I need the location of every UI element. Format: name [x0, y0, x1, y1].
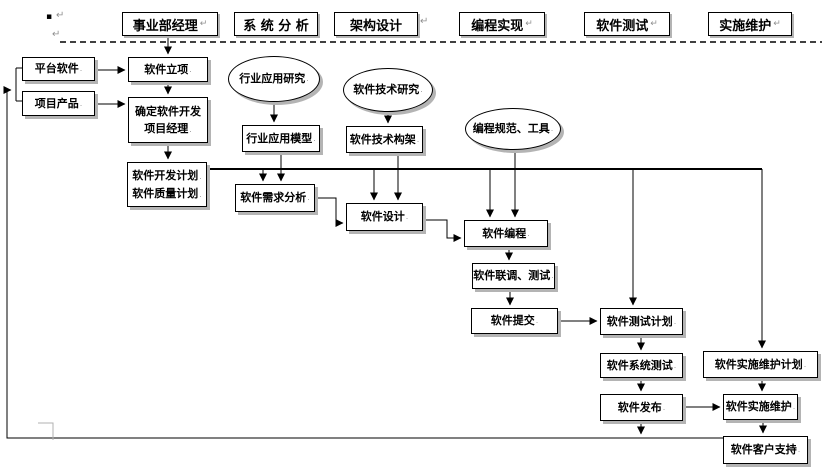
pilcrow-mark-top: ↵: [56, 10, 65, 21]
line-end-mark: .: [189, 64, 192, 74]
node-label: 软件实施维护计划: [714, 357, 803, 371]
node-software-release: 软件发布.: [600, 394, 683, 421]
pilcrow-mark: ↵: [773, 19, 781, 29]
line-end-mark: .: [313, 133, 316, 143]
line-end-mark: .: [199, 189, 202, 199]
node-label: 确定软件开发: [135, 104, 201, 118]
node-label: 软件立项: [144, 62, 189, 76]
pilcrow-mark: ↵: [525, 19, 533, 29]
node-label: 软件提交: [490, 314, 535, 328]
node-software-submission: 软件提交.: [471, 308, 558, 334]
node-label: 软件需求分析: [240, 191, 307, 205]
connector-feedback-loop: [3, 86, 723, 439]
node-label-line1: 确定软件开发: [135, 105, 201, 118]
line-end-mark: .: [550, 124, 554, 134]
line-end-mark: .: [405, 212, 409, 222]
lane-header-division-manager: 事业部经理↵: [122, 12, 218, 36]
node-requirements-analysis: 软件需求分析.: [235, 184, 315, 212]
canvas-handle-mark: [38, 422, 54, 440]
lane-header-programming: 编程实现↵: [459, 12, 545, 36]
node-industry-application-model: 行业应用模型.: [242, 125, 320, 152]
node-label: 软件测试计划: [606, 314, 673, 328]
node-label: 软件客户支持: [730, 443, 797, 457]
line-end-mark: .: [189, 125, 192, 134]
line-end-mark: .: [551, 271, 554, 281]
line-end-mark: .: [307, 193, 310, 203]
node-joint-debug-test: 软件联调、测试.: [472, 263, 555, 289]
node-label: 软件系统测试: [606, 358, 673, 372]
lane-header-label: 软件测试: [596, 18, 649, 34]
line-end-mark: .: [535, 316, 539, 326]
line-end-mark: .: [662, 402, 666, 412]
node-label: 平台软件: [34, 62, 79, 76]
node-assign-project-manager: 确定软件开发 项目经理.: [128, 97, 208, 143]
lane-header-label: 系 统 分 析: [243, 18, 309, 34]
pilcrow-mark: ↵: [650, 19, 658, 29]
node-label: 软件技术构架: [349, 132, 416, 146]
pilcrow-mark: ↵: [199, 19, 208, 29]
node-platform-software: 平台软件.: [22, 57, 95, 81]
line-end-mark: .: [797, 445, 801, 455]
node-label: 软件联调、测试: [473, 269, 551, 283]
node-software-test-plan: 软件测试计划.: [600, 308, 683, 335]
node-label: 软件设计: [360, 210, 405, 224]
node-coding-standards-tools: 编程规范、工具.: [465, 108, 561, 150]
lane-header-label: 架构设计: [349, 18, 402, 34]
node-software-initiation: 软件立项.: [128, 57, 208, 82]
node-label: 软件开发计划: [132, 169, 199, 183]
line-end-mark: .: [79, 64, 83, 74]
node-label: 软件实施维护: [725, 400, 792, 414]
node-label: 软件技术研究: [353, 83, 420, 97]
line-end-mark: .: [673, 360, 677, 370]
node-system-test: 软件系统测试.: [600, 353, 683, 378]
node-implementation-maintenance: 软件实施维护.: [723, 394, 798, 420]
lane-header-architecture-design: 架构设计: [334, 12, 418, 36]
connector-requirements-to-design: [315, 197, 344, 227]
line-end-mark: .: [527, 228, 530, 238]
connector-feedback-split: [15, 67, 22, 102]
node-software-technology-research: 软件技术研究.: [343, 68, 433, 112]
node-label: 项目产品: [34, 96, 79, 110]
line-end-mark: .: [420, 85, 423, 95]
node-industry-application-research: 行业应用研究.: [228, 56, 320, 102]
lane-header-system-analysis: 系 统 分 析: [234, 12, 318, 36]
lane-header-label: 事业部经理: [132, 18, 198, 34]
node-label: 行业应用模型: [246, 131, 313, 145]
node-software-design: 软件设计.: [346, 203, 423, 231]
node-label: 软件发布: [617, 400, 662, 414]
connector-design-to-coding: [423, 219, 462, 242]
line-end-mark: .: [199, 172, 202, 182]
node-label: 软件编程: [482, 226, 527, 240]
node-label-line2: 项目经理.: [144, 122, 192, 135]
node-software-coding: 软件编程.: [464, 220, 548, 247]
line-end-mark: .: [673, 316, 677, 326]
node-label: 编程规范、工具: [472, 122, 550, 136]
pilcrow-mark-second: ↵: [52, 29, 61, 40]
node-label-line1: 软件开发计划.: [132, 169, 202, 182]
node-label-line2: 软件质量计划.: [132, 187, 202, 200]
lane-header-implementation-maintenance: 实施维护↵: [708, 12, 792, 36]
line-end-mark: .: [803, 359, 807, 369]
node-development-quality-plan: 软件开发计划. 软件质量计划.: [127, 162, 207, 207]
node-label: 项目经理: [144, 122, 189, 135]
line-end-mark: .: [306, 74, 309, 84]
pilcrow-mark-after-architecture: ↵: [420, 16, 429, 27]
node-label: 软件质量计划: [132, 186, 199, 200]
lane-header-label: 编程实现: [471, 18, 524, 34]
node-customer-support: 软件客户支持.: [723, 436, 808, 464]
line-end-mark: .: [416, 134, 420, 144]
lane-header-label: 实施维护: [719, 18, 772, 34]
lane-header-software-testing: 软件测试↵: [584, 12, 670, 36]
bullet-mark: ▪: [46, 12, 53, 22]
node-software-technical-architecture: 软件技术构架.: [346, 126, 423, 153]
line-end-mark: .: [792, 402, 796, 412]
line-end-mark: .: [79, 98, 83, 108]
node-label: 行业应用研究: [239, 72, 306, 86]
node-maintenance-plan: 软件实施维护计划.: [703, 351, 818, 378]
node-project-product: 项目产品.: [22, 91, 95, 116]
